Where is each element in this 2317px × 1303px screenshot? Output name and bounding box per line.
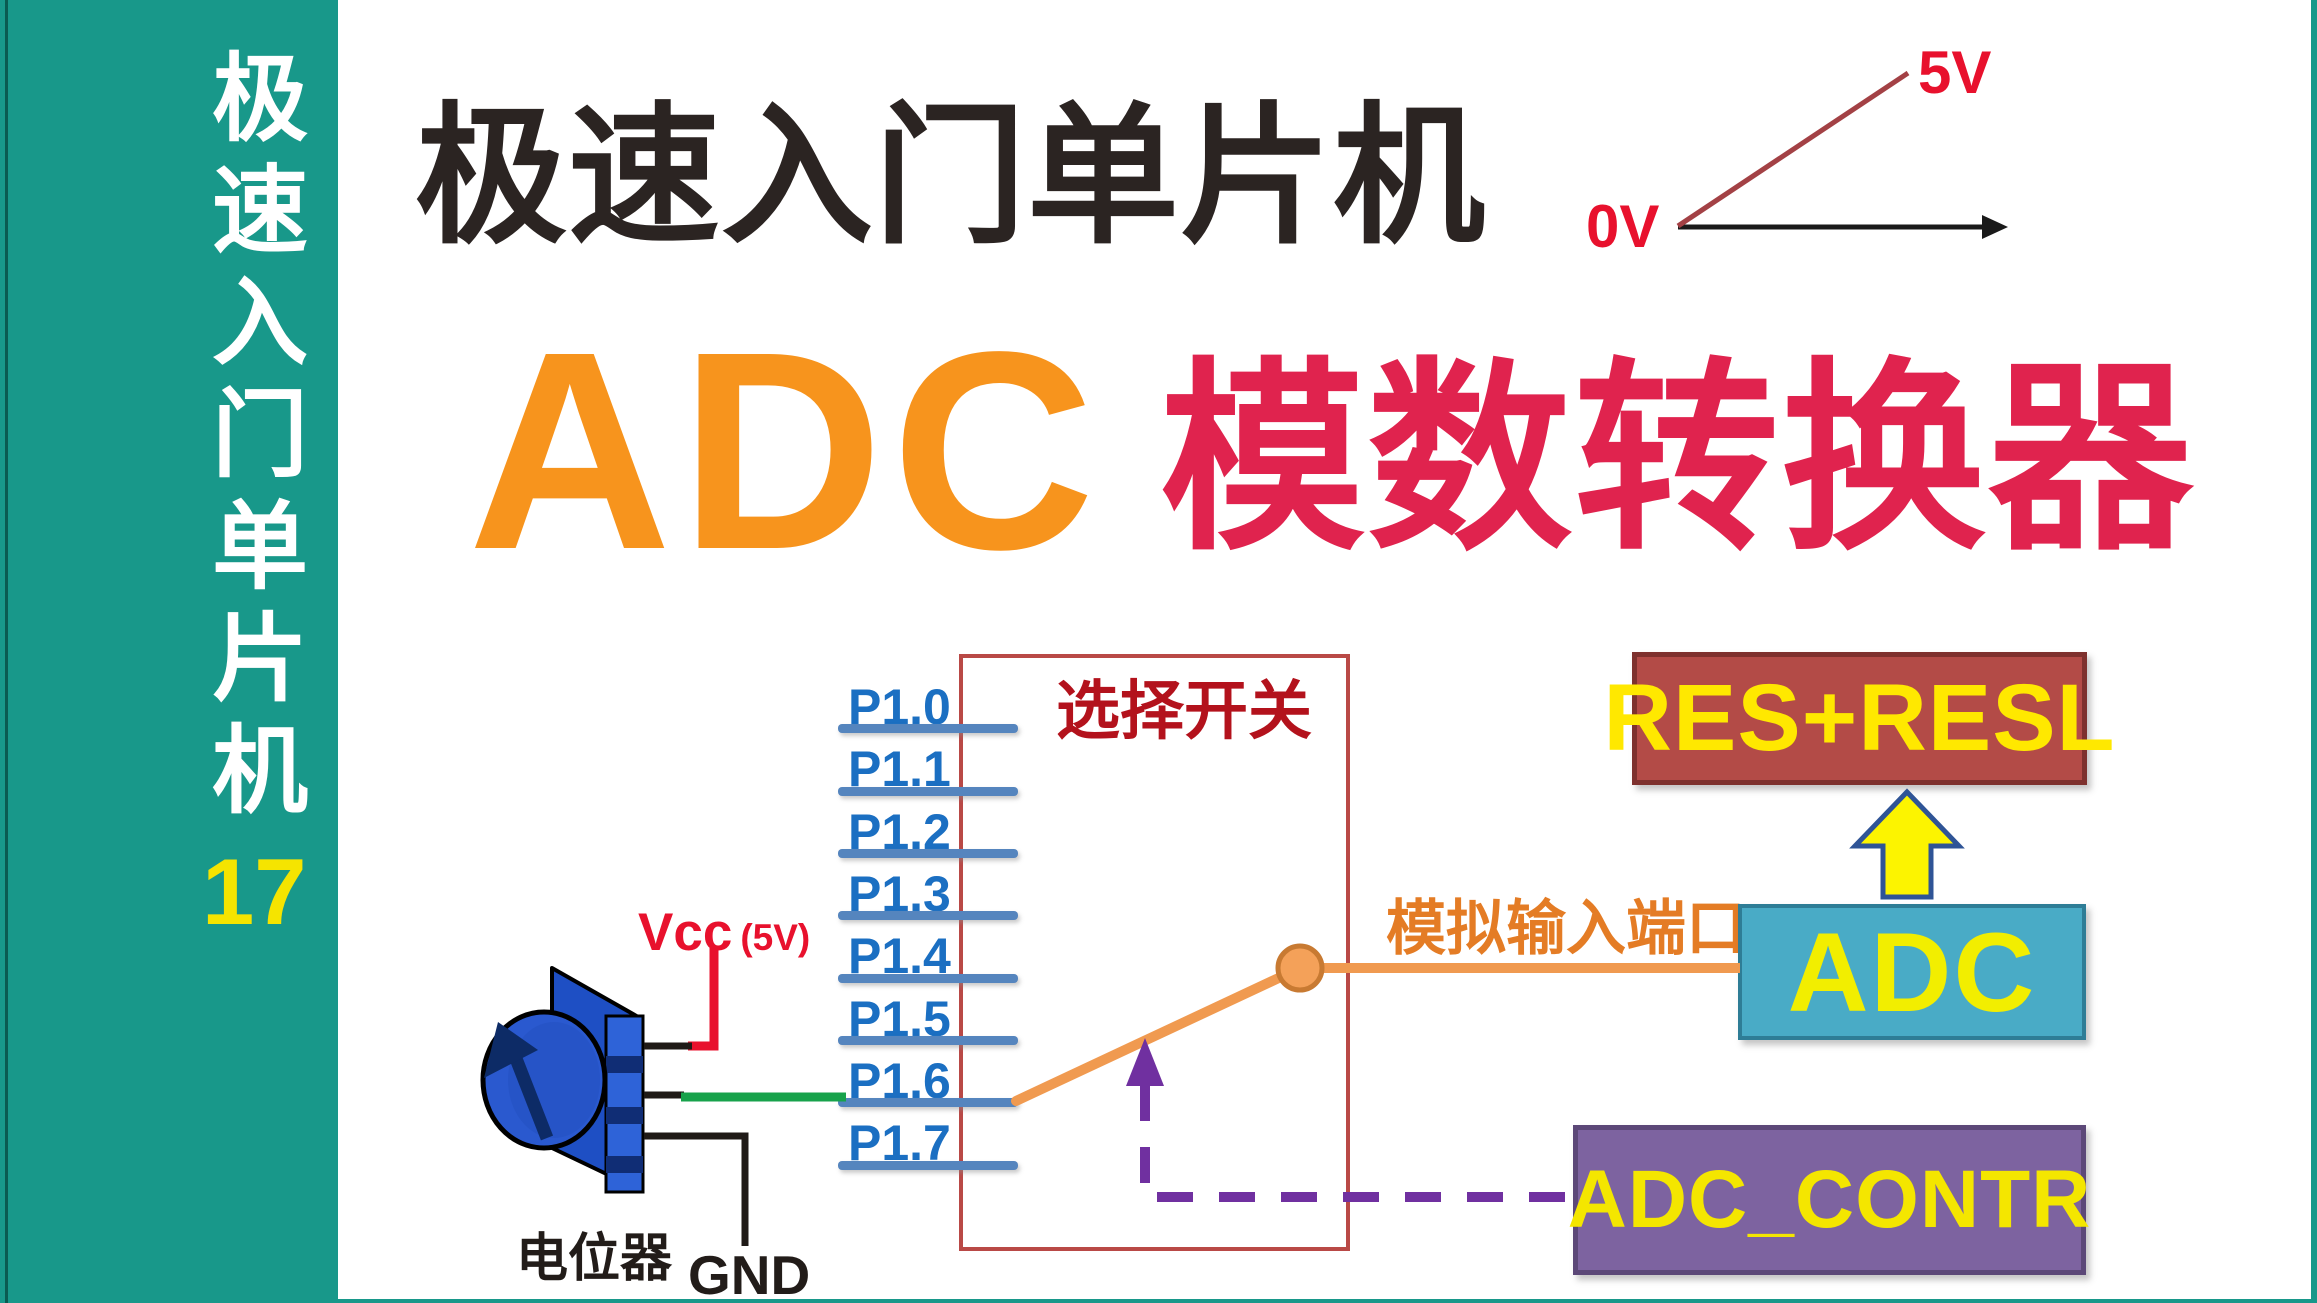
result-register-label: RES+RESL	[1603, 665, 2116, 771]
pin-strip-notch	[606, 1156, 643, 1173]
selector-switch-box	[959, 654, 1350, 1251]
potentiometer-graphic	[480, 966, 645, 1194]
voltage-ramp-line	[1676, 70, 1910, 229]
control-register-label: ADC_CONTR	[1567, 1154, 2092, 1245]
pin-label-p11: P1.1	[848, 741, 951, 797]
sidebar-char: 入	[212, 270, 308, 377]
selector-switch-label: 选择开关	[1056, 675, 1312, 747]
potentiometer-knob	[480, 1009, 608, 1151]
sidebar-char: 门	[212, 382, 308, 489]
voltage-min-label: 0V	[1586, 193, 1660, 260]
bottom-edge-strip	[338, 1299, 2311, 1303]
vcc-text: Vcc	[638, 903, 733, 962]
pin-label-p13: P1.3	[848, 866, 951, 922]
pin-label-p10: P1.0	[848, 679, 951, 735]
result-register-box: RES+RESL	[1603, 652, 2115, 785]
knob-arrow-head-icon	[484, 1022, 538, 1078]
knob-arrow-shaft	[508, 1053, 554, 1141]
sidebar-vertical-title: 极 速 入 门 单 片 机 17	[192, 44, 328, 942]
sidebar-char: 机	[212, 718, 308, 825]
pin-label-p14: P1.4	[848, 928, 951, 984]
episode-number: 17	[202, 839, 307, 944]
analog-input-label: 模拟输入端口	[1386, 895, 1746, 962]
right-edge-strip	[2311, 0, 2317, 1303]
vcc-voltage-text: (5V)	[740, 917, 811, 958]
control-register-box: ADC_CONTR	[1568, 1125, 2090, 1275]
potentiometer-body	[550, 966, 642, 1192]
pin-strip-notch	[606, 1056, 643, 1073]
sidebar: 极 速 入 门 单 片 机 17	[0, 0, 338, 1303]
main-title-chinese: 模数转换器	[1160, 345, 2195, 574]
result-up-arrow-icon	[1849, 788, 1965, 900]
pin-label-p12: P1.2	[848, 804, 951, 860]
sidebar-char: 片	[212, 606, 308, 713]
wires	[644, 946, 846, 1246]
time-axis-arrowhead-icon	[1982, 215, 2008, 239]
course-title: 极速入门单片机	[415, 92, 1486, 262]
main-title-adc: ADC	[468, 293, 1103, 608]
sidebar-char: 极	[212, 46, 308, 153]
voltage-max-label: 5V	[1918, 39, 1992, 106]
sidebar-accent-line	[5, 0, 8, 1303]
gnd-label: GND	[688, 1244, 811, 1303]
adc-block-box: ADC	[1738, 904, 2086, 1040]
potentiometer-label: 电位器	[516, 1230, 673, 1288]
potentiometer-pin-strip	[604, 1014, 645, 1194]
pin-label-p16: P1.6	[848, 1053, 951, 1109]
vcc-label: Vcc(5V)	[638, 902, 810, 963]
sidebar-char: 速	[212, 158, 308, 265]
knob-shading	[508, 1022, 600, 1138]
pin-label-p17: P1.7	[848, 1115, 951, 1171]
adc-block-label: ADC	[1787, 909, 2037, 1035]
sidebar-char: 单	[212, 494, 308, 601]
pin-label-p15: P1.5	[848, 991, 951, 1047]
pin-strip-notch	[606, 1107, 643, 1124]
